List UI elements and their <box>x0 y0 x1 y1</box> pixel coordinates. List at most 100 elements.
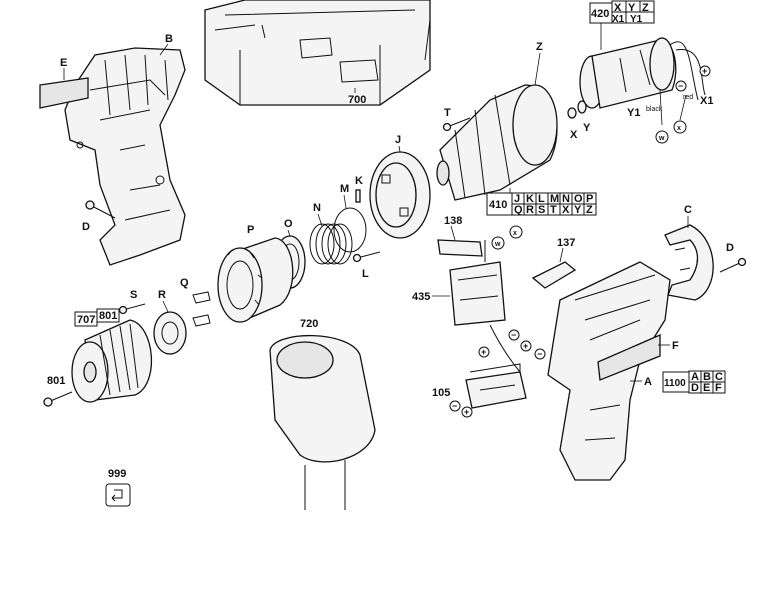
svg-text:+: + <box>702 66 707 76</box>
label-d-left: D <box>82 221 90 233</box>
w-terminal-motor <box>655 130 669 144</box>
table-1100-cell-text: C <box>715 371 723 383</box>
table-410-cell-text: P <box>586 193 593 205</box>
holder-720 <box>269 334 376 510</box>
svg-text:x: x <box>677 125 681 132</box>
pin-k <box>355 189 361 203</box>
return-arrow-icon <box>111 489 123 502</box>
label-f: F <box>672 340 679 352</box>
table-410-cell-text: Y <box>574 204 582 216</box>
table-410-cell-text: M <box>550 193 559 205</box>
svg-text:−: − <box>537 349 542 359</box>
svg-text:Z: Z <box>642 2 649 14</box>
torque-collar-p <box>217 237 294 323</box>
label-y1-left: Y1 <box>627 107 640 119</box>
switch-lever-138 <box>437 239 483 257</box>
plus-terminal-c <box>461 406 473 418</box>
table-420: 420 X Y Z X1 Y1 <box>589 0 655 25</box>
plus-terminal-motor <box>699 65 711 77</box>
table-1100: 1100 <box>662 371 690 393</box>
label-x-mid: X <box>570 129 578 141</box>
label-105: 105 <box>432 387 450 399</box>
svg-text:−: − <box>452 401 457 411</box>
label-j: J <box>395 134 401 146</box>
motor-420 <box>579 37 706 109</box>
label-l: L <box>362 268 369 280</box>
box-999 <box>105 483 131 507</box>
disc-r <box>153 311 187 355</box>
clutch-ring-j <box>369 151 431 239</box>
table-410-cell-text: Z <box>586 204 593 216</box>
gearbox-z <box>436 84 558 201</box>
screw-d-left <box>85 200 116 219</box>
table-1100-cell-text: D <box>691 382 699 394</box>
table-410-cell <box>583 203 597 216</box>
table-1100-cell-text: E <box>703 382 710 394</box>
carry-case-700 <box>204 0 431 106</box>
table-410-cell-text: L <box>538 193 545 205</box>
box-801 <box>96 308 120 323</box>
label-y-mid: Y <box>583 122 591 134</box>
svg-text:Y: Y <box>628 2 636 14</box>
svg-text:Y1: Y1 <box>630 14 643 25</box>
washer-y <box>577 100 587 114</box>
battery-connector-105 <box>465 363 527 409</box>
slide-137 <box>531 261 577 289</box>
plus-terminal-a <box>478 346 490 358</box>
clips-q <box>192 291 211 327</box>
table-410-cell-text: O <box>574 193 583 205</box>
table-1100-cell-text: F <box>715 382 722 394</box>
table-1100-cell <box>712 381 726 394</box>
table-410-cell-text: R <box>526 204 534 216</box>
label-137: 137 <box>557 237 575 249</box>
svg-text:1100: 1100 <box>664 378 686 389</box>
w-terminal-switch <box>491 236 505 250</box>
label-r: R <box>158 289 166 301</box>
screw-t <box>442 117 471 132</box>
svg-text:+: + <box>523 341 528 351</box>
svg-text:707: 707 <box>77 314 95 326</box>
label-720: 720 <box>300 318 318 330</box>
table-410-cell-text: N <box>562 193 570 205</box>
label-plate-e <box>39 77 89 109</box>
label-801b: 801 <box>47 375 65 387</box>
table-410-cell-text: J <box>514 193 520 205</box>
bushing-x <box>567 107 577 119</box>
label-k: K <box>355 175 363 187</box>
label-a: A <box>644 376 652 388</box>
svg-text:w: w <box>494 241 501 248</box>
switch-435 <box>449 240 521 373</box>
table-410-cell-text: Q <box>514 204 523 216</box>
label-435: 435 <box>412 291 430 303</box>
label-o: O <box>284 218 293 230</box>
label-d-right: D <box>726 242 734 254</box>
screw-s <box>118 303 146 315</box>
table-410-cell-text: X <box>562 204 570 216</box>
wire-color-red: red <box>683 94 693 101</box>
svg-text:X: X <box>614 2 622 14</box>
minus-terminal-b <box>534 348 546 360</box>
svg-text:+: + <box>464 407 469 417</box>
label-700: 700 <box>348 94 366 106</box>
table-410-cell-text: T <box>550 204 557 216</box>
label-n: N <box>313 202 321 214</box>
screw-801 <box>43 391 73 407</box>
svg-text:+: + <box>481 347 486 357</box>
label-t: T <box>444 107 451 119</box>
label-m: M <box>340 183 349 195</box>
minus-terminal-motor <box>675 80 687 92</box>
table-410-cell-text: K <box>526 193 534 205</box>
minus-terminal-c <box>449 400 461 412</box>
label-c: C <box>684 204 692 216</box>
chuck-707 <box>71 319 153 403</box>
svg-text:410: 410 <box>489 199 507 211</box>
screw-d-right <box>719 257 747 273</box>
label-e: E <box>60 57 67 69</box>
spring-n <box>309 223 353 265</box>
label-b: B <box>165 33 173 45</box>
plus-terminal-b <box>520 340 532 352</box>
svg-text:x: x <box>513 230 517 237</box>
